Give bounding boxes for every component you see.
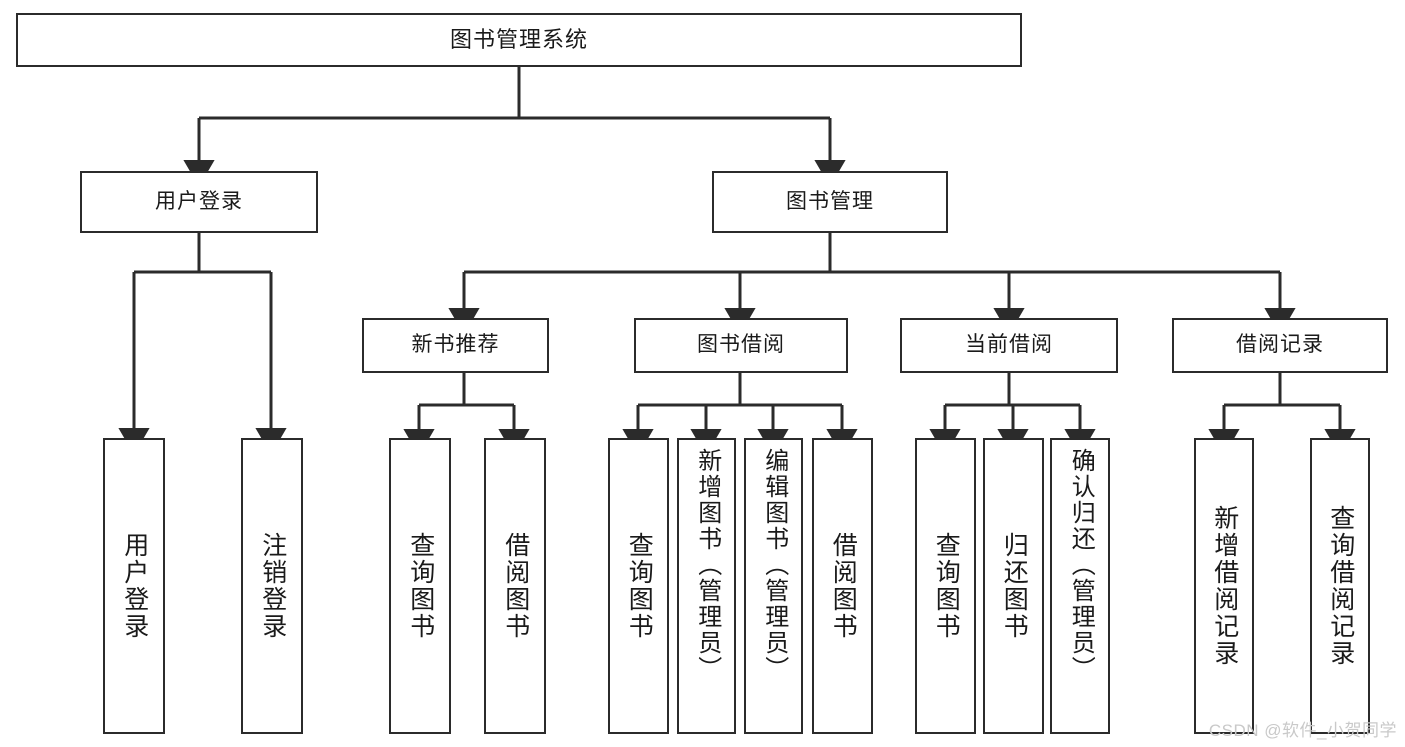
leaf-add-book-admin[interactable]: 新增图书（管理员） (677, 438, 736, 734)
node-label: 新增借阅记录 (1210, 505, 1239, 667)
node-label: 确认归还（管理员） (1067, 448, 1095, 682)
leaf-user-login[interactable]: 用户登录 (103, 438, 165, 734)
node-label: 查询图书 (625, 532, 654, 640)
node-new-book-recommend[interactable]: 新书推荐 (362, 318, 549, 373)
node-label: 图书管理系统 (449, 27, 588, 53)
node-book-borrow[interactable]: 图书借阅 (634, 318, 848, 373)
leaf-borrow-book-borrow[interactable]: 借阅图书 (812, 438, 873, 734)
node-label: 图书管理 (786, 189, 874, 213)
node-book-manage[interactable]: 图书管理 (712, 171, 948, 233)
node-borrow-record[interactable]: 借阅记录 (1172, 318, 1388, 373)
node-label: 注销登录 (258, 532, 287, 640)
node-label: 查询图书 (406, 532, 435, 640)
node-label: 用户登录 (120, 532, 149, 640)
node-label: 图书借阅 (697, 333, 785, 357)
leaf-return-book[interactable]: 归还图书 (983, 438, 1044, 734)
leaf-add-borrow-record[interactable]: 新增借阅记录 (1194, 438, 1254, 734)
node-label: 借阅图书 (829, 532, 858, 640)
csdn-watermark: CSDN @软件_小贺同学 (1208, 721, 1397, 740)
leaf-query-book-current[interactable]: 查询图书 (915, 438, 976, 734)
node-label: 借阅图书 (501, 532, 530, 640)
node-label: 归还图书 (1000, 532, 1029, 640)
node-current-borrow[interactable]: 当前借阅 (900, 318, 1118, 373)
leaf-borrow-book-recommend[interactable]: 借阅图书 (484, 438, 546, 734)
leaf-query-book-recommend[interactable]: 查询图书 (389, 438, 451, 734)
node-label: 当前借阅 (965, 333, 1053, 357)
node-label: 编辑图书（管理员） (760, 448, 788, 682)
node-label: 借阅记录 (1236, 333, 1324, 357)
node-root-system[interactable]: 图书管理系统 (16, 13, 1022, 67)
node-label: 新增图书（管理员） (693, 448, 721, 682)
leaf-query-borrow-record[interactable]: 查询借阅记录 (1310, 438, 1370, 734)
leaf-confirm-return-admin[interactable]: 确认归还（管理员） (1050, 438, 1110, 734)
leaf-query-book-borrow[interactable]: 查询图书 (608, 438, 669, 734)
node-label: 新书推荐 (411, 333, 500, 357)
node-label: 查询图书 (932, 532, 961, 640)
node-label: 用户登录 (155, 189, 243, 213)
leaf-logout-login[interactable]: 注销登录 (241, 438, 303, 734)
node-user-login[interactable]: 用户登录 (80, 171, 318, 233)
leaf-edit-book-admin[interactable]: 编辑图书（管理员） (744, 438, 803, 734)
node-label: 查询借阅记录 (1326, 505, 1355, 667)
